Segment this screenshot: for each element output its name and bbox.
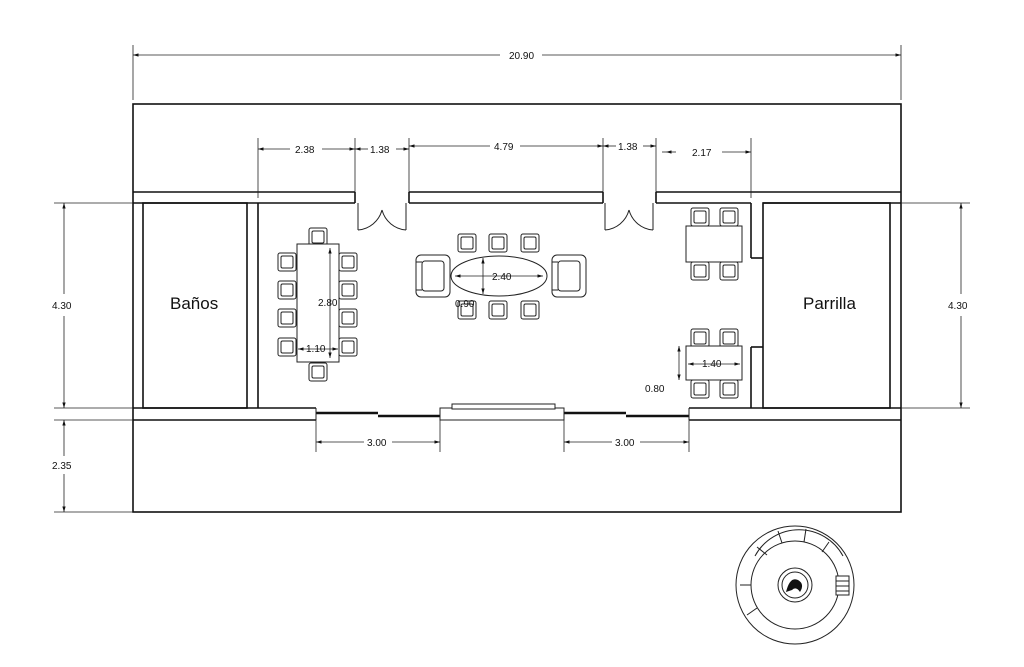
top-segment-5-label: 2.17 xyxy=(692,148,712,159)
door-left xyxy=(357,203,407,231)
small-table-length-label: 1.40 xyxy=(702,359,722,370)
oval-table-lounge xyxy=(415,233,587,320)
round-grill-icon xyxy=(735,525,855,645)
oval-table-width-label: 0.90 xyxy=(455,299,475,310)
height-dimensions xyxy=(54,202,970,513)
sliding-windows xyxy=(315,403,690,421)
small-table-top xyxy=(685,207,743,281)
top-segment-1-label: 2.38 xyxy=(295,145,315,156)
total-width-dimension xyxy=(132,45,902,100)
door-right xyxy=(604,203,654,231)
bottom-segment-2-label: 3.00 xyxy=(615,438,635,449)
small-table-width-label: 0.80 xyxy=(645,384,665,395)
room-label-banos: Baños xyxy=(170,294,218,313)
top-segment-4-label: 1.38 xyxy=(618,142,638,153)
long-table-width-label: 1.10 xyxy=(306,344,326,355)
room-label-parrilla: Parrilla xyxy=(803,294,856,313)
small-table-bottom xyxy=(677,328,743,399)
terrace-depth-label: 2.35 xyxy=(52,461,72,472)
right-height-label: 4.30 xyxy=(948,301,968,312)
top-segment-2-label: 1.38 xyxy=(370,145,390,156)
long-table-length-label: 2.80 xyxy=(318,298,338,309)
bottom-segment-dimensions xyxy=(315,420,690,452)
top-segment-3-label: 4.79 xyxy=(494,142,514,153)
long-dining-table xyxy=(277,227,358,382)
bottom-segment-1-label: 3.00 xyxy=(367,438,387,449)
oval-table-length-label: 2.40 xyxy=(492,272,512,283)
total-width-label: 20.90 xyxy=(509,51,534,62)
top-segment-dimensions xyxy=(257,138,752,198)
left-height-label: 4.30 xyxy=(52,301,72,312)
building-outline xyxy=(132,103,902,513)
